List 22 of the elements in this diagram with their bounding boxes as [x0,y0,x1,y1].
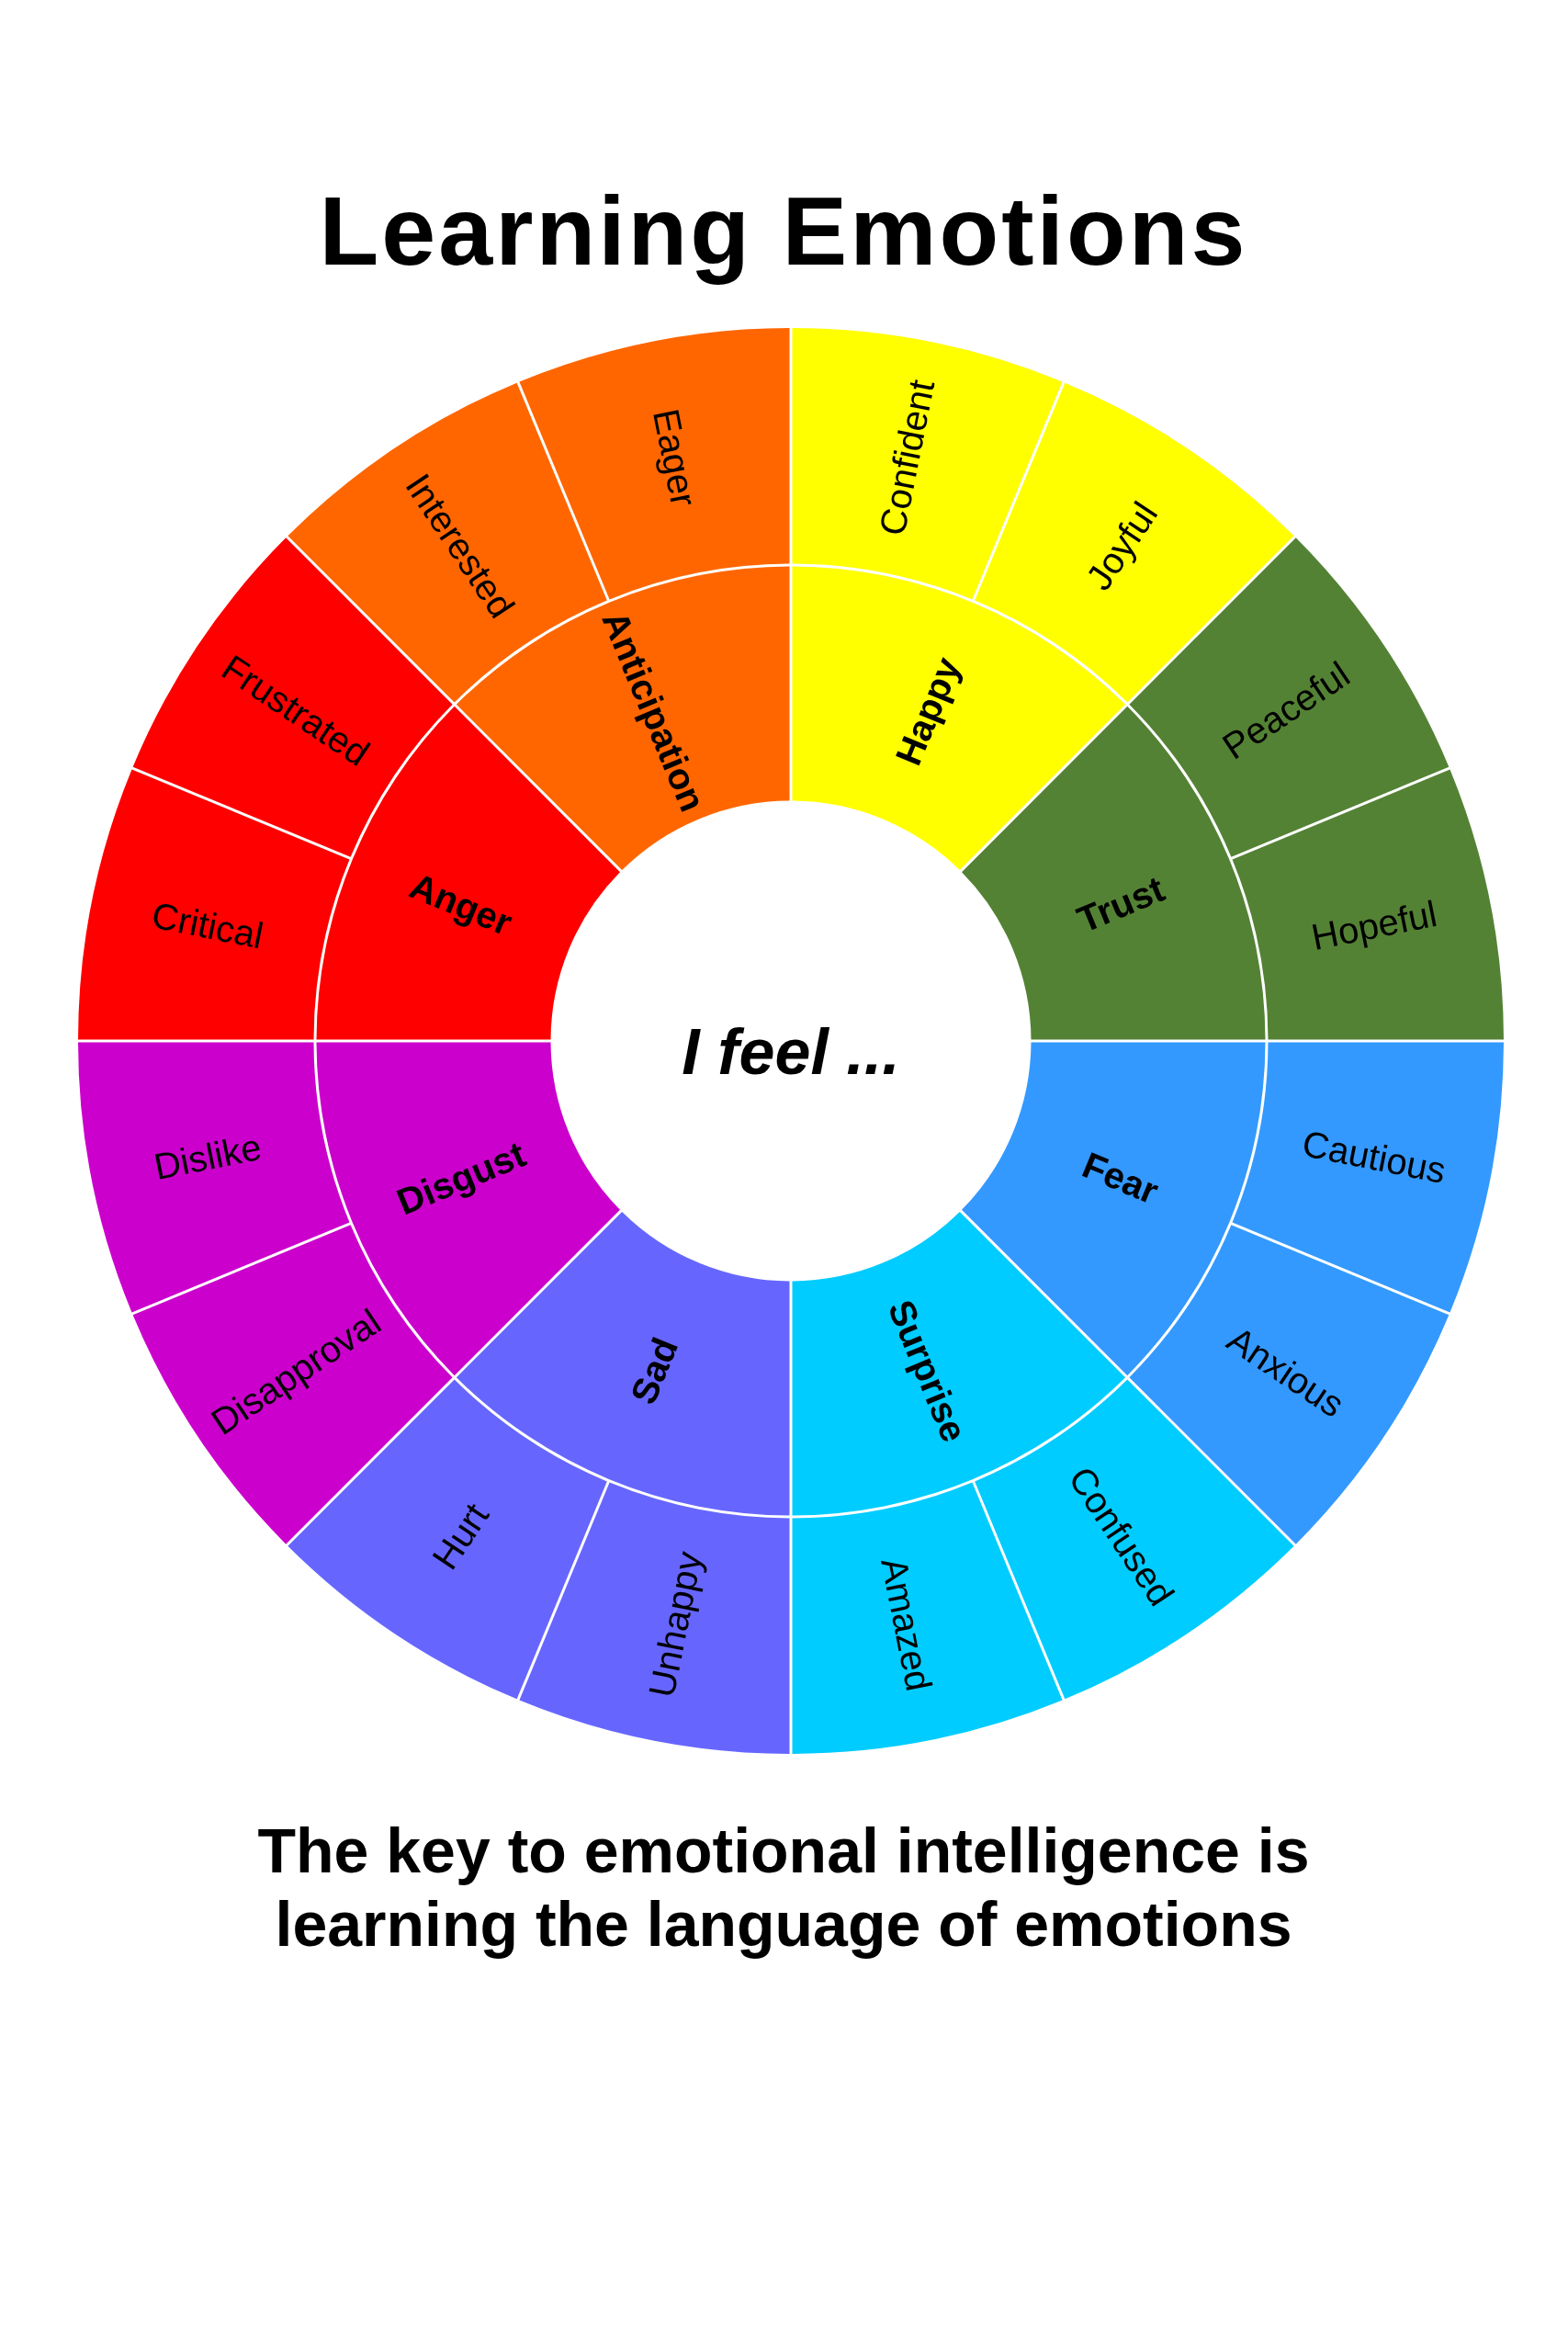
outer-ring-segment [791,328,1064,601]
segment-label: Trust [1071,867,1171,942]
segment-label: Sad [621,1331,687,1411]
center-label: I feel ... [682,1014,900,1090]
outer-ring-segment [791,1481,1064,1754]
segment-label: Cautious [1299,1122,1450,1193]
segment-label: Hopeful [1308,891,1441,958]
segment-label: Dislike [150,1125,265,1189]
outer-ring-segment [518,328,791,601]
outer-ring-segment [1231,768,1504,1041]
caption-text: The key to emotional intelligence is learning the language of emotions [256,1815,1311,1961]
segment-label: Amazed [873,1554,942,1695]
title: Learning Emotions [318,175,1249,287]
segment-label: Confident [871,376,943,539]
segment-label: Unhappy [639,1548,710,1702]
segment-label: Anger [403,864,518,944]
segment-label: Critical [148,893,267,957]
outer-ring-segment [518,1481,792,1754]
outer-ring-segment [78,768,351,1042]
segment-label: Eager [644,404,705,510]
outer-ring-segment [1231,1040,1504,1314]
segment-label: Fear [1077,1143,1166,1213]
